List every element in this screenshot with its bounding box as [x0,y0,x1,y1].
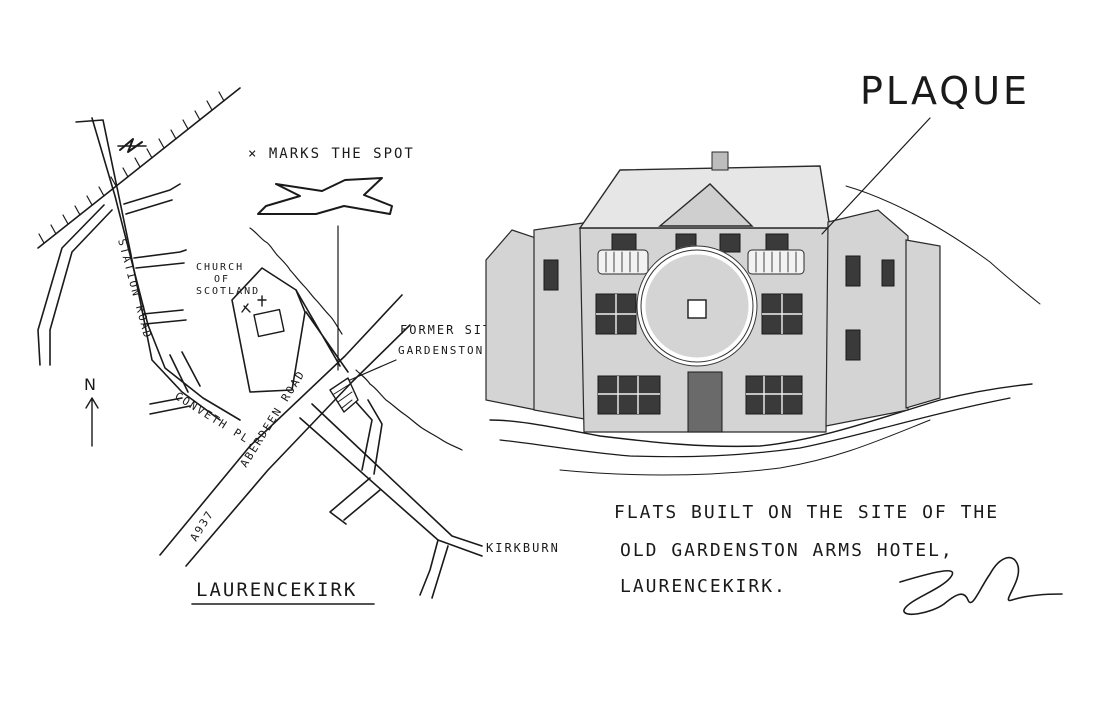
kirkburn-road [299,399,483,599]
church-grounds [231,267,349,393]
station-road [37,117,241,421]
hotel-pointer-line [349,359,397,381]
railway-station-icon [117,138,147,153]
plaque-label: PLAQUE [860,69,1030,113]
boundary-line-2 [355,369,463,451]
church-label-line1: CHURCH [196,262,244,273]
north-label: N [84,375,96,394]
kirkburn-label: KIRKBURN [486,541,560,555]
north-arrow: N [84,375,99,447]
caption-line3: LAURENCEKIRK. [620,576,787,597]
caption-line2: OLD GARDENSTON ARMS HOTEL, [620,540,954,561]
church-label-line3: SCOTLAND [196,286,260,297]
artist-signature [899,556,1063,616]
plaque-icon [687,299,707,319]
town-label: LAURENCEKIRK [196,579,357,601]
church-cross-icon [241,303,251,313]
x-marks-the-spot-icon [257,177,393,215]
church-label-line2: OF [214,274,230,285]
boundary-line [249,227,343,335]
hotel-site-marker [329,225,359,413]
plaque-pointer-line [821,117,931,235]
spot-label: × MARKS THE SPOT [248,146,415,162]
a937-label: A937 [188,507,217,543]
caption-line1: FLATS BUILT ON THE SITE OF THE [614,502,999,523]
railway-line [37,87,241,249]
building-sketch: PLAQUE FLATS BUILT ON THE SITE OF THE OL… [485,69,1063,616]
conveth-pl-label: CONVETH PL. [172,390,259,451]
station-road-label: STATION ROAD [115,237,154,340]
